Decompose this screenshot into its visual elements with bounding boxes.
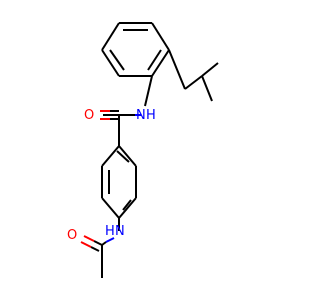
ring-bond [151, 49, 170, 77]
acetyl-oxygen-double-bond [80, 241, 92, 248]
ring-bond [151, 22, 170, 51]
ring-inner-double-bond [147, 49, 162, 71]
amide-oxygen-label: O [84, 108, 94, 123]
isopropyl-bond [201, 62, 219, 77]
ring-inner-double-bond [122, 199, 132, 211]
acetyl-oxygen-bond [83, 235, 95, 242]
acetamide-bond-n-segment [105, 237, 115, 243]
ring-bond [101, 197, 120, 219]
acetamide-nitrogen-label: N [115, 224, 125, 239]
acetamide-hydrogen-label: H [105, 224, 115, 239]
molecule-structure-diagram: N H O N H O [67, 22, 219, 278]
ring-inner-double-bond [109, 49, 125, 71]
ring-bond [101, 22, 120, 51]
ring-bond [101, 145, 120, 167]
aryl-nitrogen-bond [144, 75, 153, 107]
isopropyl-bond [168, 49, 186, 90]
isopropyl-group [168, 49, 219, 102]
amide-hydrogen-label: H [146, 108, 156, 123]
acetamide-bond [101, 241, 107, 246]
ring-bond [101, 49, 120, 77]
acetyl-carbonyl-double-bond [90, 246, 100, 252]
isopropyl-bond [184, 75, 203, 90]
isopropylphenyl-ring [101, 22, 170, 77]
acetyl-oxygen-label: O [67, 228, 77, 243]
benzene-ring [101, 145, 137, 219]
ring-bond [118, 197, 137, 219]
isopropyl-bond [201, 75, 213, 102]
ring-bond [118, 145, 137, 167]
acetyl-carbonyl-bond [93, 240, 103, 246]
ring-inner-double-bond [116, 150, 130, 163]
